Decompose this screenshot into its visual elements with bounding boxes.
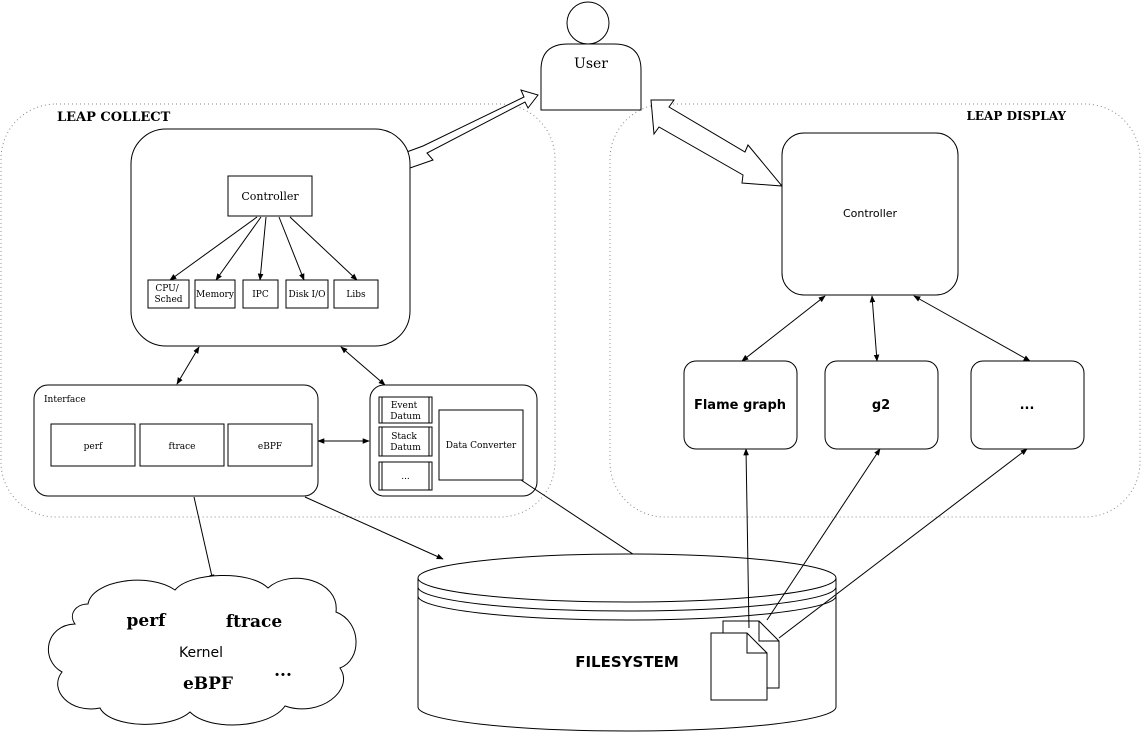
interface-ebpf-label: eBPF: [258, 442, 282, 452]
module-disk-io: [285, 279, 329, 309]
datum-more-box: [378, 461, 433, 491]
interface-label: Interface: [44, 395, 86, 405]
data-converter-label: Data Converter: [446, 441, 517, 451]
view-g2: [824, 360, 939, 450]
kernel-cloud: [47, 574, 357, 726]
module-disk-io-label: Disk I/O: [289, 290, 326, 300]
controller-to-libs-arrow: [289, 216, 358, 281]
data-converter-box: [438, 409, 524, 481]
leap-display-title: LEAP DISPLAY: [966, 109, 1066, 123]
controller-converter-arrow: [340, 346, 386, 386]
collect-controller-label: Controller: [241, 190, 299, 203]
controller-to-disk-arrow: [278, 216, 305, 281]
user-label: User: [574, 56, 608, 72]
interface-perf-label: perf: [84, 442, 103, 452]
interface-filesystem-arrow: [304, 496, 444, 560]
view-flame-graph-label: Flame graph: [694, 398, 786, 413]
interface-ebpf: [227, 423, 313, 467]
user-icon: [540, 1, 642, 111]
module-ipc-label: IPC: [252, 290, 269, 300]
file-stack-icon: [710, 620, 780, 701]
file-g2-arrow: [766, 448, 881, 621]
user-collect-double-arrow: [403, 89, 539, 169]
file-flame-arrow: [743, 448, 750, 629]
display-controller-box: [781, 132, 959, 296]
controller-to-ipc-arrow: [257, 216, 267, 281]
kernel-label: Kernel: [179, 645, 223, 661]
file-more-arrow: [778, 448, 1028, 639]
collect-controller-box: [227, 175, 313, 217]
stack-datum-box: [378, 426, 433, 457]
event-datum-label: Event Datum: [390, 401, 421, 422]
view-g2-label: g2: [872, 398, 890, 413]
view-flame-graph: [683, 360, 798, 450]
interface-ftrace-label: ftrace: [169, 442, 196, 452]
filesystem-label: FILESYSTEM: [575, 653, 679, 671]
kernel-ebpf-label: eBPF: [183, 674, 233, 694]
module-cpu-sched-label: CPU/ Sched: [154, 284, 182, 305]
module-memory: [194, 279, 236, 309]
controller-g2-arrow: [869, 295, 880, 362]
controller-flame-arrow: [741, 295, 826, 362]
event-datum-box: [378, 396, 433, 424]
controller-to-cpu-arrow: [169, 216, 258, 281]
user-display-double-arrow: [650, 99, 784, 187]
controller-interface-arrow: [176, 346, 200, 385]
collect-controller-container: [130, 128, 411, 347]
module-cpu-sched: [147, 279, 190, 309]
display-controller-label: Controller: [843, 207, 898, 220]
interface-perf: [50, 423, 136, 467]
module-memory-label: Memory: [196, 290, 235, 300]
leap-collect-title: LEAP COLLECT: [57, 110, 171, 125]
controller-more-arrow: [913, 295, 1031, 362]
interface-kernel-arrow: [193, 496, 215, 582]
datum-more-label: ...: [401, 472, 410, 482]
kernel-ftrace-label: ftrace: [226, 612, 282, 632]
module-libs-label: Libs: [346, 290, 366, 300]
kernel-more-label: ...: [274, 661, 292, 681]
module-libs: [333, 279, 379, 309]
module-ipc: [242, 279, 279, 309]
interface-ftrace: [139, 423, 225, 467]
kernel-perf-label: perf: [127, 611, 168, 631]
view-more-label: ...: [1020, 398, 1035, 413]
controller-to-memory-arrow: [215, 216, 262, 281]
stack-datum-label: Stack Datum: [390, 432, 421, 453]
